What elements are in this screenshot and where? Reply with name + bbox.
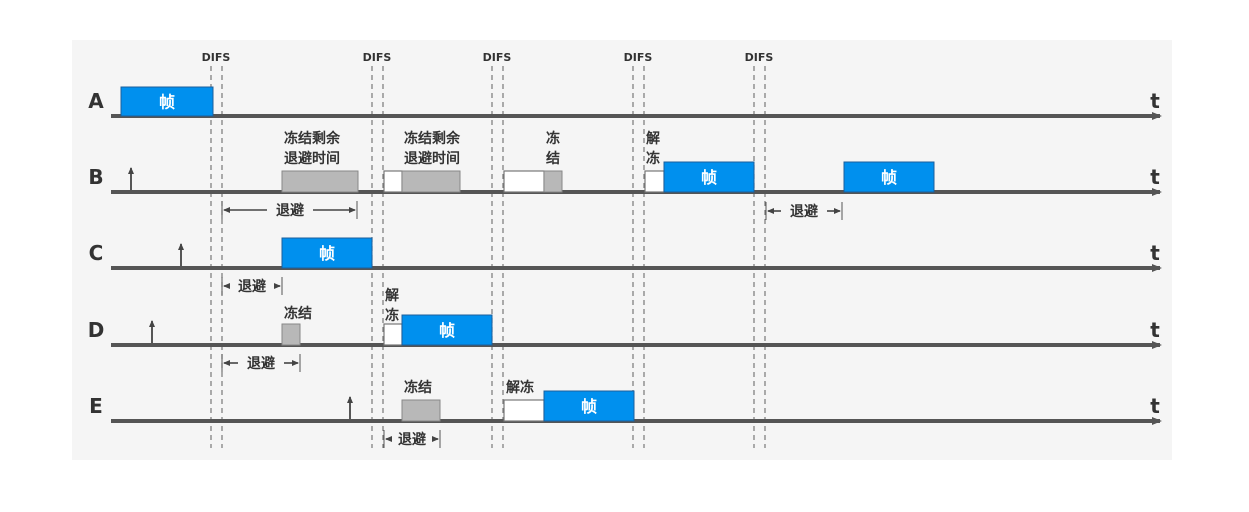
unfreeze-label: 解: [385, 287, 399, 304]
backoff-label: 退避: [247, 355, 275, 372]
station-label: B: [88, 165, 103, 189]
freeze-label: 冻结: [404, 379, 432, 396]
difs-label: DIFS: [363, 51, 392, 64]
frame-label: 帧: [581, 397, 597, 416]
backoff-label: 退避: [790, 203, 818, 220]
freeze-remaining-label: 冻结剩余: [404, 130, 461, 147]
remaining-backoff-box: [401, 170, 461, 193]
frame-label: 帧: [319, 244, 335, 263]
remaining-backoff-box: [543, 170, 563, 193]
backoff-label: 退避: [276, 202, 304, 219]
difs-label: DIFS: [202, 51, 231, 64]
elapsed-backoff-box: [644, 170, 665, 193]
remaining-backoff-box: [281, 323, 301, 346]
elapsed-backoff-box: [383, 170, 403, 193]
elapsed-backoff-box: [503, 170, 545, 193]
time-axis-label: t: [1150, 394, 1160, 418]
frame-label: 帧: [159, 93, 175, 112]
station-label: E: [89, 394, 103, 418]
unfreeze-label: 冻: [385, 307, 399, 324]
frame-box: [663, 161, 755, 193]
difs-label: DIFS: [483, 51, 512, 64]
unfreeze-label: 解: [646, 130, 660, 147]
time-axis-label: t: [1150, 165, 1160, 189]
frame-box: [843, 161, 935, 193]
freeze-remaining-label: 冻结剩余: [284, 130, 341, 147]
frame-label: 帧: [701, 168, 717, 187]
time-axis-label: t: [1150, 241, 1160, 265]
station-label: D: [88, 318, 105, 342]
freeze-remaining-label: 退避时间: [284, 150, 340, 167]
frame-box: [543, 390, 635, 422]
difs-label: DIFS: [624, 51, 653, 64]
freeze-remaining-label: 退避时间: [404, 150, 460, 167]
frame-box: [401, 314, 493, 346]
time-axis-label: t: [1150, 89, 1160, 113]
frame-label: 帧: [439, 321, 455, 340]
freeze-label: 结: [546, 150, 560, 167]
frame-label: 帧: [881, 168, 897, 187]
freeze-label: 冻结: [284, 305, 312, 322]
diagram-background: [72, 40, 1172, 460]
unfreeze-label: 解冻: [506, 379, 534, 396]
station-label: C: [89, 241, 104, 265]
freeze-label: 冻: [546, 130, 560, 147]
station-label: A: [88, 89, 104, 113]
time-axis-label: t: [1150, 318, 1160, 342]
elapsed-backoff-box: [503, 399, 545, 422]
frame-box: [120, 86, 214, 117]
remaining-backoff-box: [401, 399, 441, 422]
backoff-label: 退避: [238, 278, 266, 295]
frame-box: [281, 237, 373, 269]
unfreeze-label: 冻: [646, 150, 660, 167]
difs-label: DIFS: [745, 51, 774, 64]
remaining-backoff-box: [281, 170, 359, 193]
backoff-label: 退避: [398, 431, 426, 448]
elapsed-backoff-box: [383, 323, 403, 346]
